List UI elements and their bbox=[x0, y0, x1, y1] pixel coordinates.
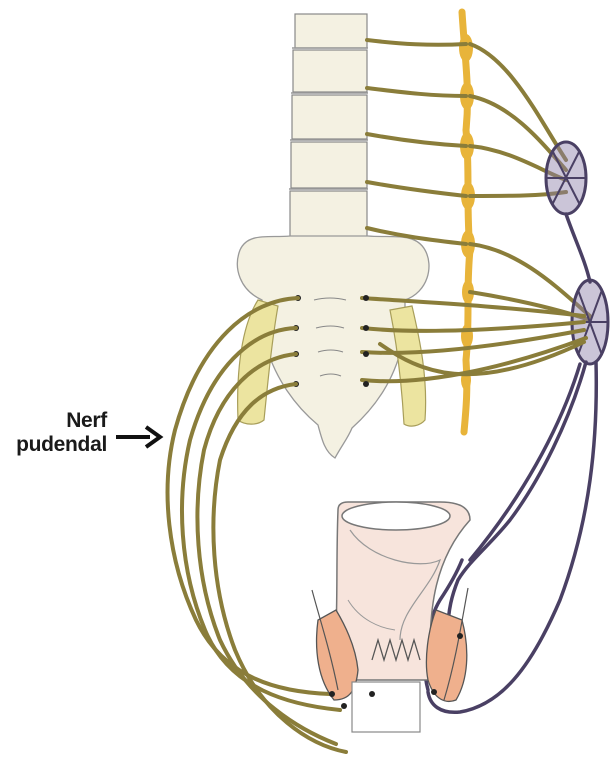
annotation-label-line2: pudendal bbox=[10, 433, 107, 457]
vertebra-2 bbox=[293, 50, 367, 92]
vertebra-3 bbox=[292, 95, 367, 139]
sympathetic-chain bbox=[462, 12, 470, 432]
vertebra-4 bbox=[291, 142, 367, 188]
right-sphincter bbox=[426, 610, 466, 701]
upper-plexus bbox=[546, 142, 586, 214]
vertebra-1 bbox=[295, 14, 367, 48]
anal-canal bbox=[352, 682, 420, 732]
annotation-label-line1: Nerf bbox=[40, 409, 107, 433]
rectum bbox=[312, 502, 470, 732]
vertebra-5 bbox=[290, 191, 367, 239]
rectum-lumen-top bbox=[342, 502, 450, 530]
lumbar-spine bbox=[289, 14, 368, 239]
arrow-icon bbox=[116, 427, 160, 447]
